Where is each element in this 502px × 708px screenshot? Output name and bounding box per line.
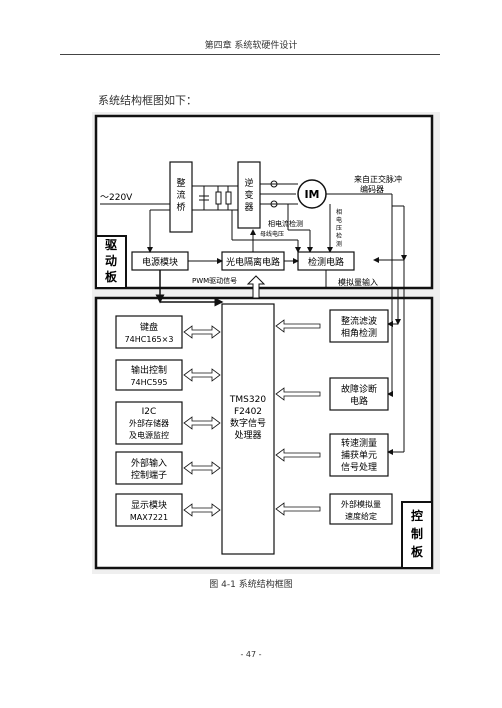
inverter-box (237, 161, 261, 229)
pwm-signal-label: PWM驱动信号 (192, 276, 237, 285)
svg-text:整: 整 (176, 177, 185, 189)
control-board-tag (401, 501, 433, 569)
svg-text:压: 压 (336, 225, 342, 232)
speed-meas-box (329, 433, 389, 477)
svg-text:测: 测 (336, 240, 342, 248)
page-number: - 47 - (240, 650, 262, 659)
svg-text:处理器: 处理器 (234, 429, 261, 441)
svg-text:数字信号: 数字信号 (230, 417, 266, 429)
speed-arrow (275, 448, 321, 462)
svg-text:控制端子: 控制端子 (131, 469, 167, 481)
svg-text:捕获单元: 捕获单元 (341, 449, 377, 461)
encoder-label-2: 编码器 (360, 184, 384, 194)
svg-text:速度给定: 速度给定 (345, 511, 377, 521)
control-board-label-2: 制 (411, 526, 423, 541)
fault-arrow (275, 387, 321, 401)
ext-input-arrow (183, 461, 221, 475)
svg-text:故障诊断: 故障诊断 (341, 383, 377, 395)
svg-text:外部输入: 外部输入 (131, 457, 167, 469)
i2c-arrow (183, 416, 221, 430)
svg-text:变: 变 (244, 189, 253, 201)
power-module-label: 电源模块 (142, 256, 178, 268)
svg-text:F2402: F2402 (234, 407, 262, 417)
svg-text:电路: 电路 (350, 395, 368, 407)
svg-text:TMS320: TMS320 (229, 395, 266, 405)
fault-diag-box (329, 377, 389, 411)
svg-text:74HC165×3: 74HC165×3 (125, 335, 174, 344)
svg-text:检: 检 (336, 232, 342, 240)
drive-board-label-3: 板 (105, 269, 118, 284)
svg-text:整流滤波: 整流滤波 (341, 315, 377, 327)
pwm-hollow-arrow (246, 275, 266, 299)
system-block-diagram: 驱 动 板 ～220V 整 流 桥 逆 变 器 IM 来自正交脉冲 编码器 相 … (92, 112, 440, 574)
svg-text:外部模拟量: 外部模拟量 (341, 499, 381, 509)
dsp-box (221, 303, 275, 555)
svg-text:显示模块: 显示模块 (131, 499, 167, 511)
figure-caption: 图 4-1 系统结构框图 (209, 580, 293, 590)
optocoupler-label: 光电隔离电路 (226, 256, 280, 268)
svg-text:相角检测: 相角检测 (341, 327, 377, 339)
svg-text:外部存储器: 外部存储器 (129, 418, 169, 428)
svg-text:信号处理: 信号处理 (341, 461, 377, 473)
rect-filter-box (329, 309, 389, 343)
keyboard-arrow (183, 325, 221, 339)
rect-filter-arrow (275, 319, 321, 333)
ext-analog-box (329, 493, 393, 525)
detect-circuit-label: 检测电路 (308, 256, 344, 268)
drive-board-tag (95, 235, 127, 289)
svg-text:转速测量: 转速测量 (341, 437, 377, 449)
ext-input-box (115, 451, 183, 485)
encoder-label-1: 来自正交脉冲 (354, 174, 402, 184)
i2c-box (115, 401, 183, 445)
rectifier-box (169, 161, 193, 233)
svg-text:MAX7221: MAX7221 (130, 513, 168, 522)
analog-input-label: 模拟量输入 (338, 277, 378, 287)
output-ctrl-box (115, 359, 183, 391)
svg-text:74HC595: 74HC595 (130, 378, 167, 387)
svg-text:I2C: I2C (142, 407, 157, 417)
ac-input-label: ～220V (100, 193, 133, 203)
page-header: 第四章 系统软硬件设计 (204, 41, 298, 51)
svg-text:逆: 逆 (244, 177, 253, 189)
svg-text:桥: 桥 (176, 201, 185, 213)
drive-board-label-1: 驱 (105, 238, 117, 252)
svg-text:键盘: 键盘 (140, 321, 158, 333)
header-rule (60, 54, 440, 55)
display-arrow (183, 503, 221, 517)
motor-label: IM (304, 188, 319, 201)
svg-text:及电源监控: 及电源监控 (129, 430, 169, 440)
ext-analog-arrow (275, 502, 321, 516)
keyboard-box (115, 315, 183, 349)
svg-text:电: 电 (336, 216, 342, 224)
phase-detect-label: 相电流检测 (268, 219, 303, 228)
drive-board-label-2: 动 (105, 254, 117, 268)
bus-voltage-label: 母线电压 (260, 230, 284, 238)
svg-text:相: 相 (336, 208, 342, 216)
display-box (115, 493, 183, 527)
intro-text: 系统结构框图如下： (98, 94, 197, 107)
control-board-label-3: 板 (411, 544, 424, 559)
svg-text:流: 流 (176, 189, 185, 201)
svg-text:输出控制: 输出控制 (131, 364, 167, 376)
control-board-label-1: 控 (411, 508, 423, 523)
svg-text:器: 器 (244, 202, 253, 213)
diagram-svg: 驱 动 板 ～220V 整 流 桥 逆 变 器 IM 来自正交脉冲 编码器 相 … (94, 114, 434, 570)
output-arrow (183, 368, 221, 382)
